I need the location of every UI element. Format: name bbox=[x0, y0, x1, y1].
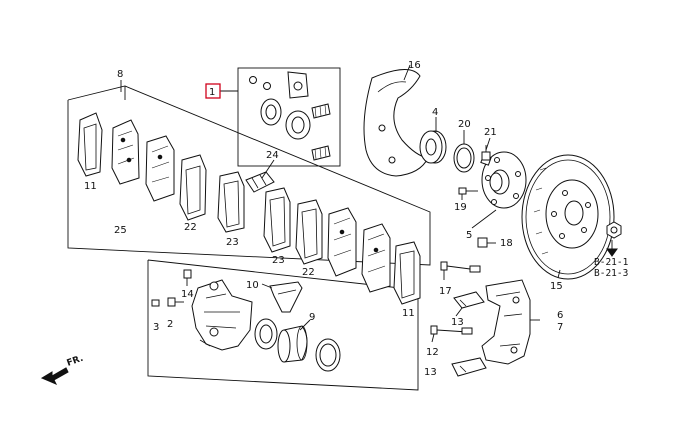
hub-bolt-18 bbox=[477, 237, 496, 248]
brake-pad-right-b bbox=[361, 223, 391, 293]
seal-kit-parts bbox=[249, 71, 331, 161]
pad-retainer-13-bottom bbox=[451, 357, 487, 377]
piston bbox=[277, 325, 308, 363]
brake-pad-left-b bbox=[145, 135, 175, 202]
callout-23-right: 23 bbox=[272, 255, 285, 266]
callout-11-top: 11 bbox=[84, 181, 97, 192]
pad-shim-outer-left bbox=[77, 112, 103, 177]
callout-13-top: 13 bbox=[451, 317, 464, 328]
callout-23-left: 23 bbox=[226, 237, 239, 248]
callout-18: 18 bbox=[500, 238, 513, 249]
disc-rotor bbox=[521, 154, 615, 280]
bleeder-screw bbox=[183, 269, 192, 286]
anti-squeal-shim-left bbox=[217, 171, 245, 233]
hub-bolt-19 bbox=[458, 187, 478, 195]
callout-3: 3 bbox=[153, 322, 159, 333]
front-arrow-icon bbox=[40, 367, 69, 385]
callout-4: 4 bbox=[432, 107, 438, 118]
wheel-bearing bbox=[419, 130, 447, 164]
callout-9: 9 bbox=[309, 312, 315, 323]
callout-14: 14 bbox=[181, 289, 194, 300]
hub-nut bbox=[606, 221, 622, 239]
callout-2: 2 bbox=[167, 319, 173, 330]
pad-clip-24 bbox=[245, 171, 275, 193]
callout-labels: 1 8 16 4 20 21 19 5 18 15 6 7 11 25 22 2… bbox=[84, 60, 563, 378]
guide-pin-17 bbox=[440, 261, 481, 273]
callout-21: 21 bbox=[484, 127, 497, 138]
callout-17: 17 bbox=[439, 286, 452, 297]
pad-spring-10 bbox=[269, 281, 303, 313]
callout-22-right: 22 bbox=[302, 267, 315, 278]
callout-13-bottom: 13 bbox=[424, 367, 437, 378]
callout-6: 6 bbox=[557, 310, 563, 321]
callout-16: 16 bbox=[408, 60, 421, 71]
caliper-outline bbox=[147, 259, 419, 391]
caliper-bracket bbox=[481, 279, 531, 365]
pad-shim-inner-left bbox=[179, 154, 207, 221]
bleeder-cap bbox=[151, 299, 160, 307]
callout-25: 25 bbox=[114, 225, 127, 236]
piston-boot bbox=[315, 338, 341, 372]
pad-retainer-13-top bbox=[453, 291, 485, 309]
callout-12: 12 bbox=[426, 347, 439, 358]
callout-11-bottom: 11 bbox=[402, 308, 415, 319]
highlight-box bbox=[205, 83, 221, 99]
splash-shield bbox=[363, 69, 429, 177]
callout-10: 10 bbox=[246, 280, 259, 291]
reference-arrow-icon bbox=[606, 240, 618, 257]
pad-shim-outer-right-2 bbox=[393, 241, 421, 305]
leader-lines bbox=[261, 64, 561, 343]
hub-bolt-21 bbox=[481, 145, 491, 161]
callout-7: 7 bbox=[557, 322, 563, 333]
brake-pad-left-a bbox=[111, 119, 140, 185]
callout-15: 15 bbox=[550, 281, 563, 292]
pad-set-outline bbox=[67, 80, 431, 266]
piston-seal bbox=[254, 318, 278, 350]
callout-24: 24 bbox=[266, 150, 279, 161]
ref-code-2: B-21-3 bbox=[594, 268, 628, 279]
callout-20: 20 bbox=[458, 119, 471, 130]
callout-1: 1 bbox=[209, 87, 215, 98]
brake-pad-right-a bbox=[327, 207, 357, 277]
wheel-hub bbox=[480, 151, 527, 209]
callout-5: 5 bbox=[466, 230, 472, 241]
circlip bbox=[453, 143, 475, 173]
callout-19: 19 bbox=[454, 202, 467, 213]
seal-kit-outline bbox=[220, 67, 341, 167]
front-direction-label: FR. bbox=[66, 354, 85, 369]
caliper-body bbox=[191, 279, 253, 351]
callout-8: 8 bbox=[117, 69, 123, 80]
pad-shim-outer-right bbox=[263, 187, 291, 253]
callout-22-left: 22 bbox=[184, 222, 197, 233]
caliper-bolt-2 bbox=[167, 297, 184, 307]
anti-squeal-shim-right bbox=[295, 199, 323, 265]
ref-code-1: B-21-1 bbox=[594, 257, 629, 268]
